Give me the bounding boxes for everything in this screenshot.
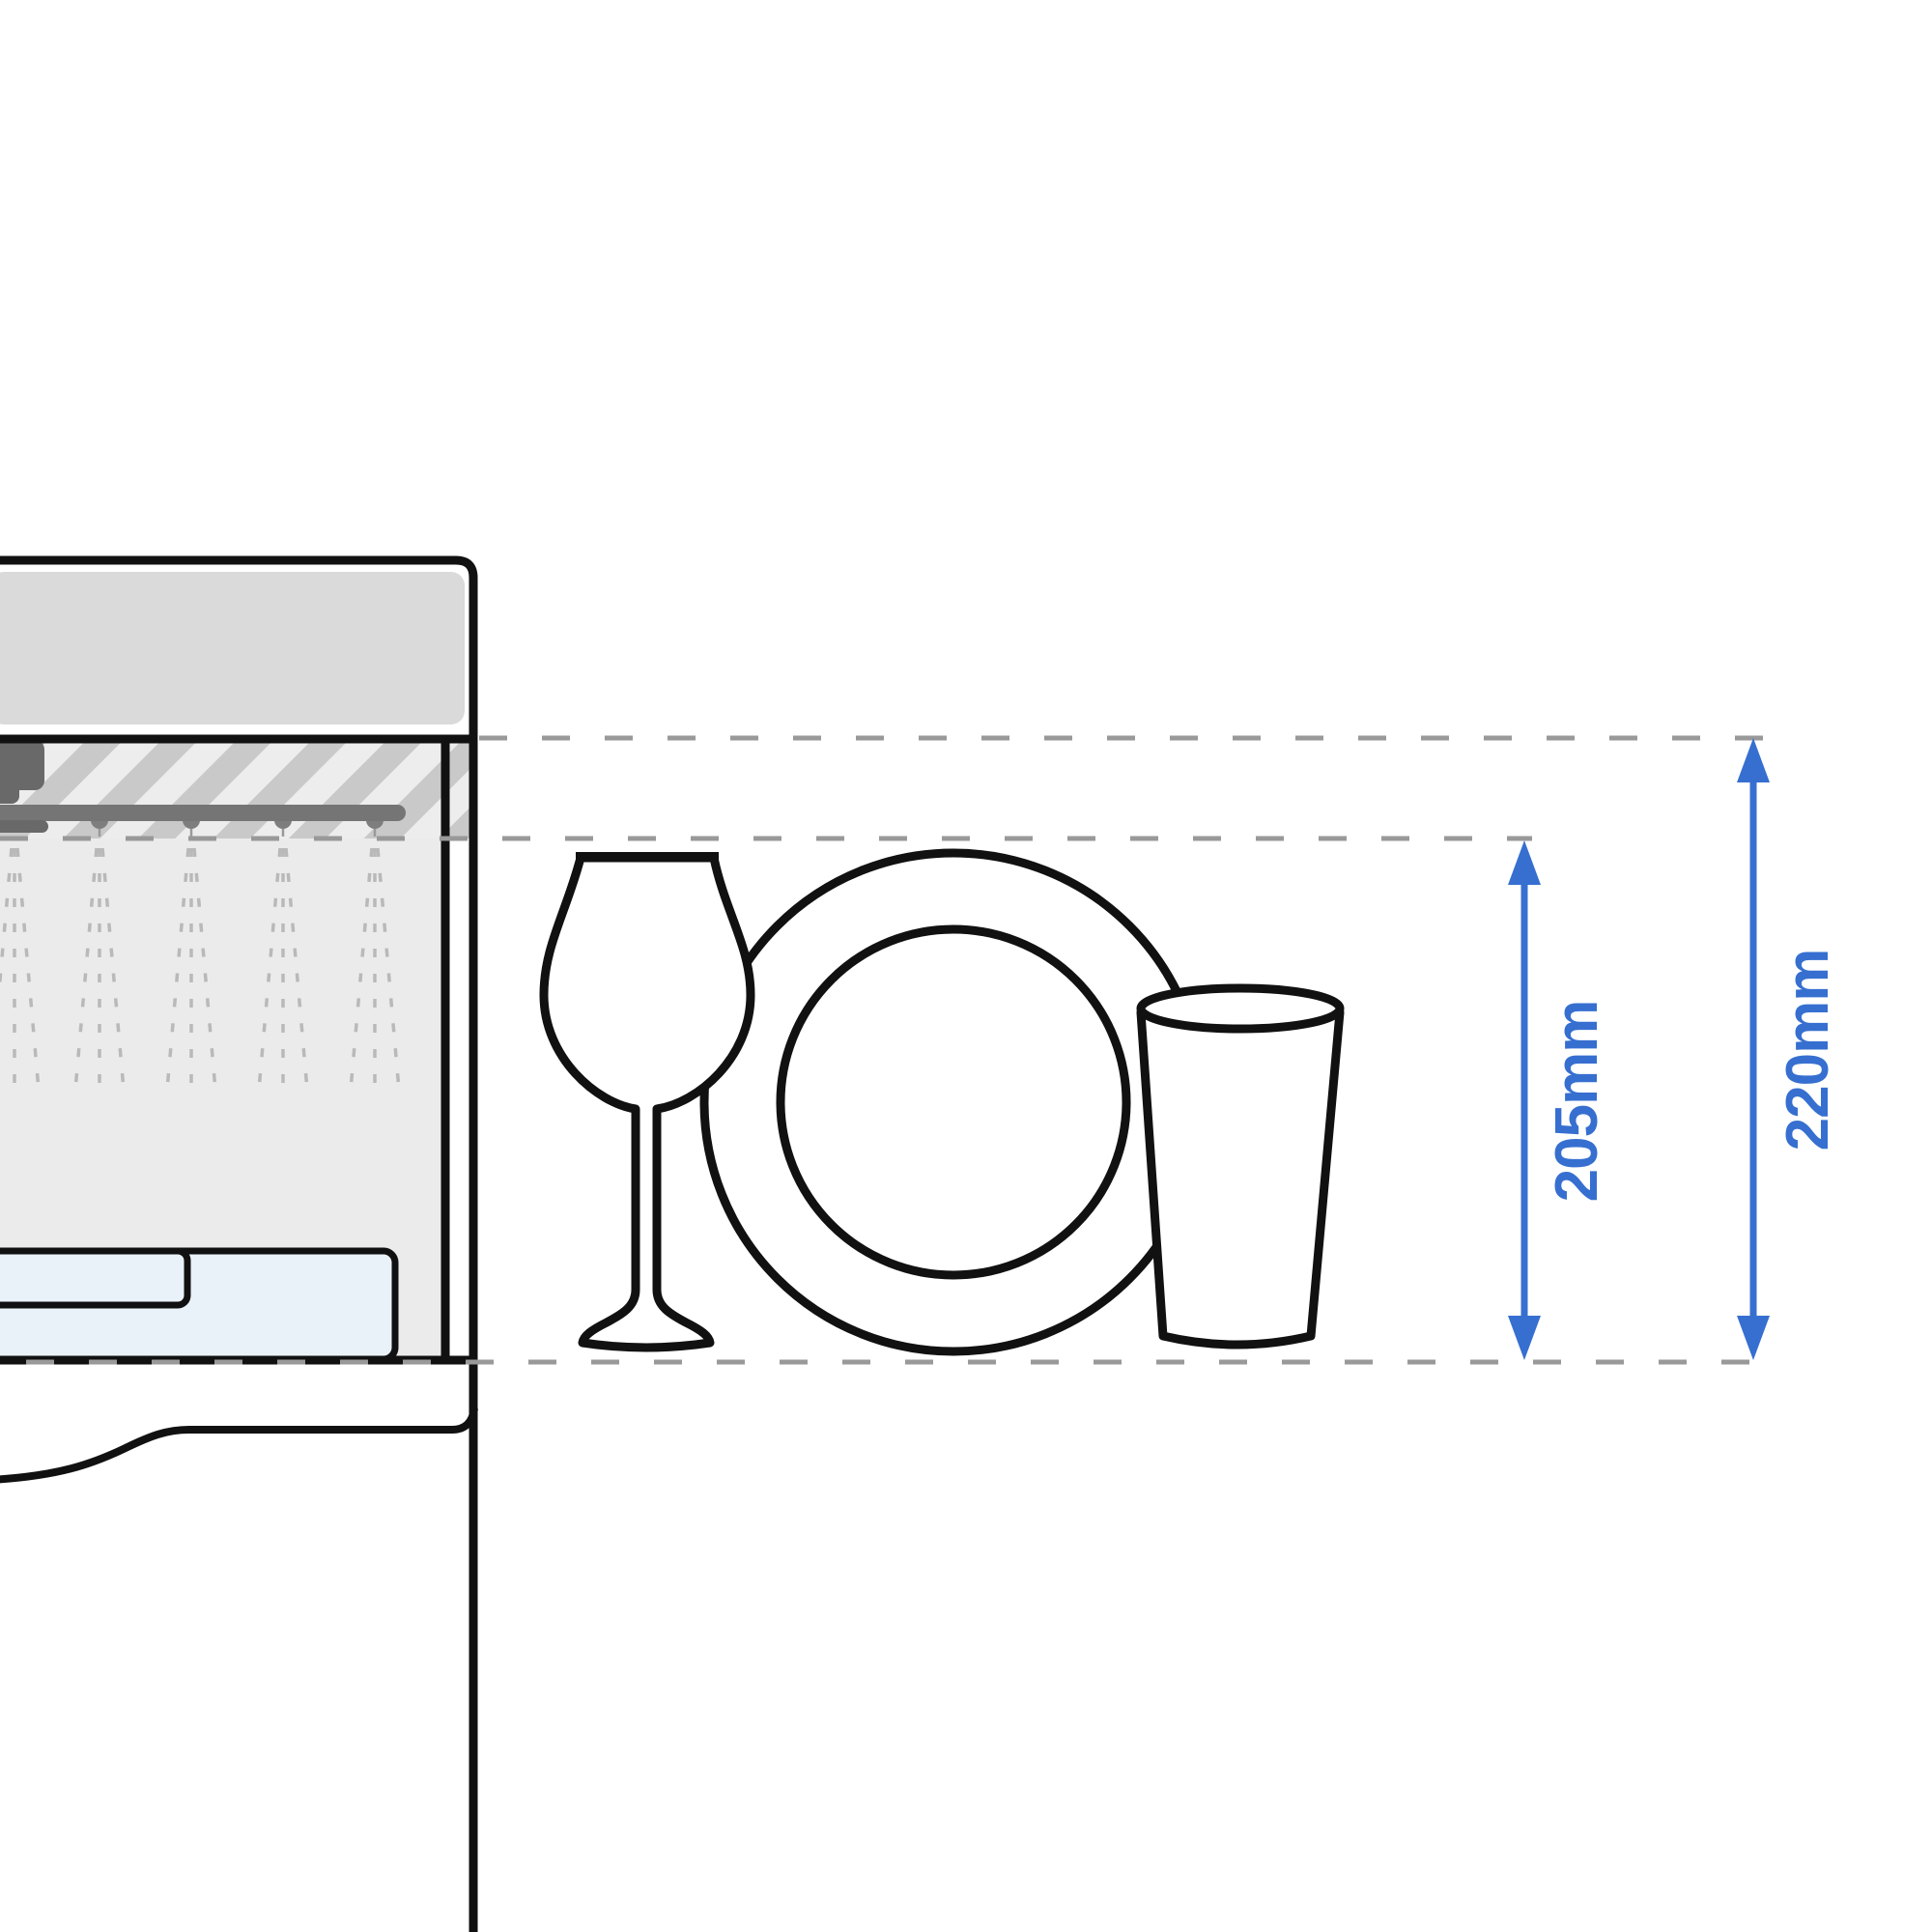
- arrow-up-icon: [1737, 738, 1770, 782]
- dimension-label-220: 220mm: [1775, 950, 1841, 1151]
- arrow-down-icon: [1737, 1316, 1770, 1360]
- spray-cone: [257, 847, 309, 1091]
- rack-step: [0, 1247, 191, 1309]
- dimension-annotations: 205mm 220mm: [0, 735, 1841, 1365]
- top-panel: [0, 572, 465, 724]
- hatch-band: [0, 743, 473, 838]
- dimension-label-205: 205mm: [1544, 1001, 1610, 1203]
- cabinet-outer-outline: [0, 555, 478, 1932]
- nozzle-stems: [98, 829, 377, 837]
- spray-cone: [73, 847, 126, 1091]
- wine-glass-body: [539, 853, 755, 1352]
- dishes-group: [539, 848, 1345, 1356]
- wine-glass-icon: [539, 852, 755, 1352]
- plate-inner-well: [776, 924, 1131, 1280]
- spray-jets: [0, 847, 401, 1091]
- spray-supply-step: [0, 740, 19, 804]
- door-handle-profile: [0, 1407, 478, 1484]
- spray-cone: [349, 847, 401, 1091]
- dish-rack-icon: [0, 1247, 399, 1363]
- dimension-205: 205mm: [1508, 840, 1610, 1360]
- spray-arm-bar: [0, 805, 406, 821]
- arrow-down-icon: [1508, 1316, 1541, 1360]
- spray-cone: [0, 847, 41, 1091]
- tumbler-body: [1136, 1008, 1345, 1350]
- spray-cone: [165, 847, 217, 1091]
- tumbler-rim: [1136, 983, 1345, 1034]
- plate-icon: [699, 848, 1208, 1356]
- spray-arm-icon: [0, 740, 406, 837]
- arrow-up-icon: [1508, 840, 1541, 885]
- tumbler-glass-icon: [1136, 983, 1345, 1350]
- spray-nozzle-left-stub: [0, 820, 48, 833]
- dishwasher-section: [0, 555, 478, 1932]
- dimension-220: 220mm: [1737, 738, 1841, 1360]
